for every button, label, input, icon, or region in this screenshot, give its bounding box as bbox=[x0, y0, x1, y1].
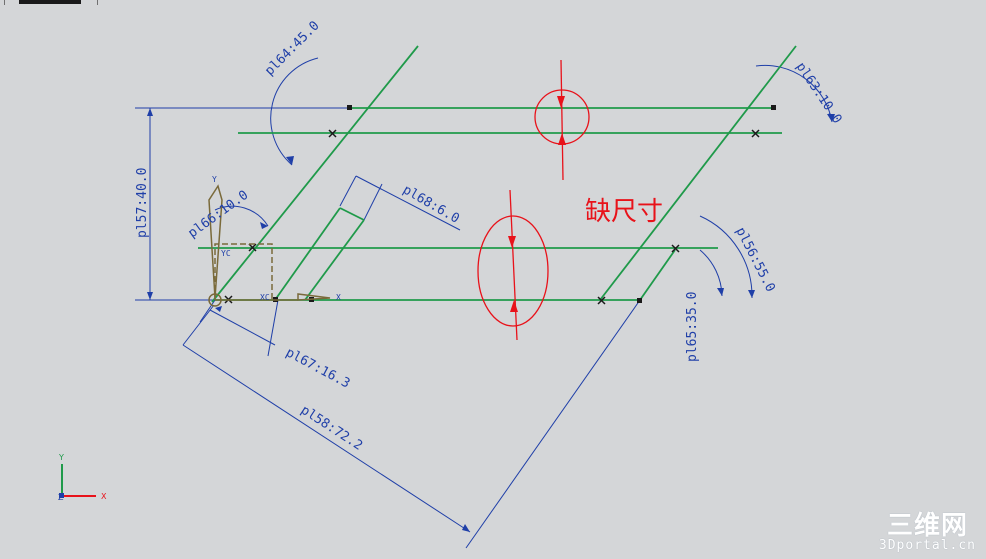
dimension-arrows bbox=[147, 108, 835, 532]
missing-dimension-note: 缺尺寸 bbox=[585, 197, 663, 227]
dim-pl66[interactable]: pl66:10.0 bbox=[186, 188, 252, 242]
axis-xc-label: XC bbox=[260, 293, 270, 302]
top-toolbar-strip bbox=[0, 0, 100, 5]
watermark-logo: 三维网 bbox=[886, 511, 968, 541]
toolbar-dark-block bbox=[19, 0, 81, 4]
missing-dimension-markup bbox=[477, 59, 590, 341]
dim-pl58[interactable]: pl58:72.2 bbox=[298, 403, 365, 454]
dimension-labels: pl57:40.0 pl64:45.0 pl63:10.0 pl66:10.0 … bbox=[135, 18, 845, 453]
dim-pl56[interactable]: pl56:55.0 bbox=[732, 225, 777, 295]
sketch-curves bbox=[198, 45, 797, 303]
sketch-points bbox=[273, 105, 776, 303]
toolbar-edge bbox=[97, 0, 98, 5]
dim-pl63[interactable]: pl63:10.0 bbox=[793, 60, 845, 127]
watermark-url: 3Dportal.cn bbox=[878, 538, 976, 553]
dim-pl57[interactable]: pl57:40.0 bbox=[135, 168, 150, 238]
axis-x-label: X bbox=[336, 293, 341, 302]
triad-x-label: X bbox=[101, 492, 107, 501]
watermark: 三维网 3Dportal.cn bbox=[879, 513, 976, 553]
dim-pl67[interactable]: pl67:16.3 bbox=[283, 345, 352, 391]
dim-pl64[interactable]: pl64:45.0 bbox=[262, 18, 322, 78]
view-triad: Y X Z bbox=[58, 453, 107, 502]
toolbar-edge bbox=[4, 0, 5, 5]
sketch-axis-labels: Y X YC XC bbox=[212, 175, 341, 302]
triad-z-label: Z bbox=[58, 493, 64, 502]
dimension-lines bbox=[135, 57, 833, 549]
markup-arrows bbox=[508, 96, 566, 312]
dim-pl68[interactable]: pl68:6.0 bbox=[400, 182, 462, 226]
constraint-crosses bbox=[224, 129, 760, 305]
triad-y-label: Y bbox=[58, 453, 64, 462]
axis-yc-label: YC bbox=[221, 249, 231, 258]
sketch-csys bbox=[208, 184, 331, 307]
dim-pl65[interactable]: pl65:35.0 bbox=[685, 292, 700, 362]
axis-y-label: Y bbox=[212, 175, 217, 184]
